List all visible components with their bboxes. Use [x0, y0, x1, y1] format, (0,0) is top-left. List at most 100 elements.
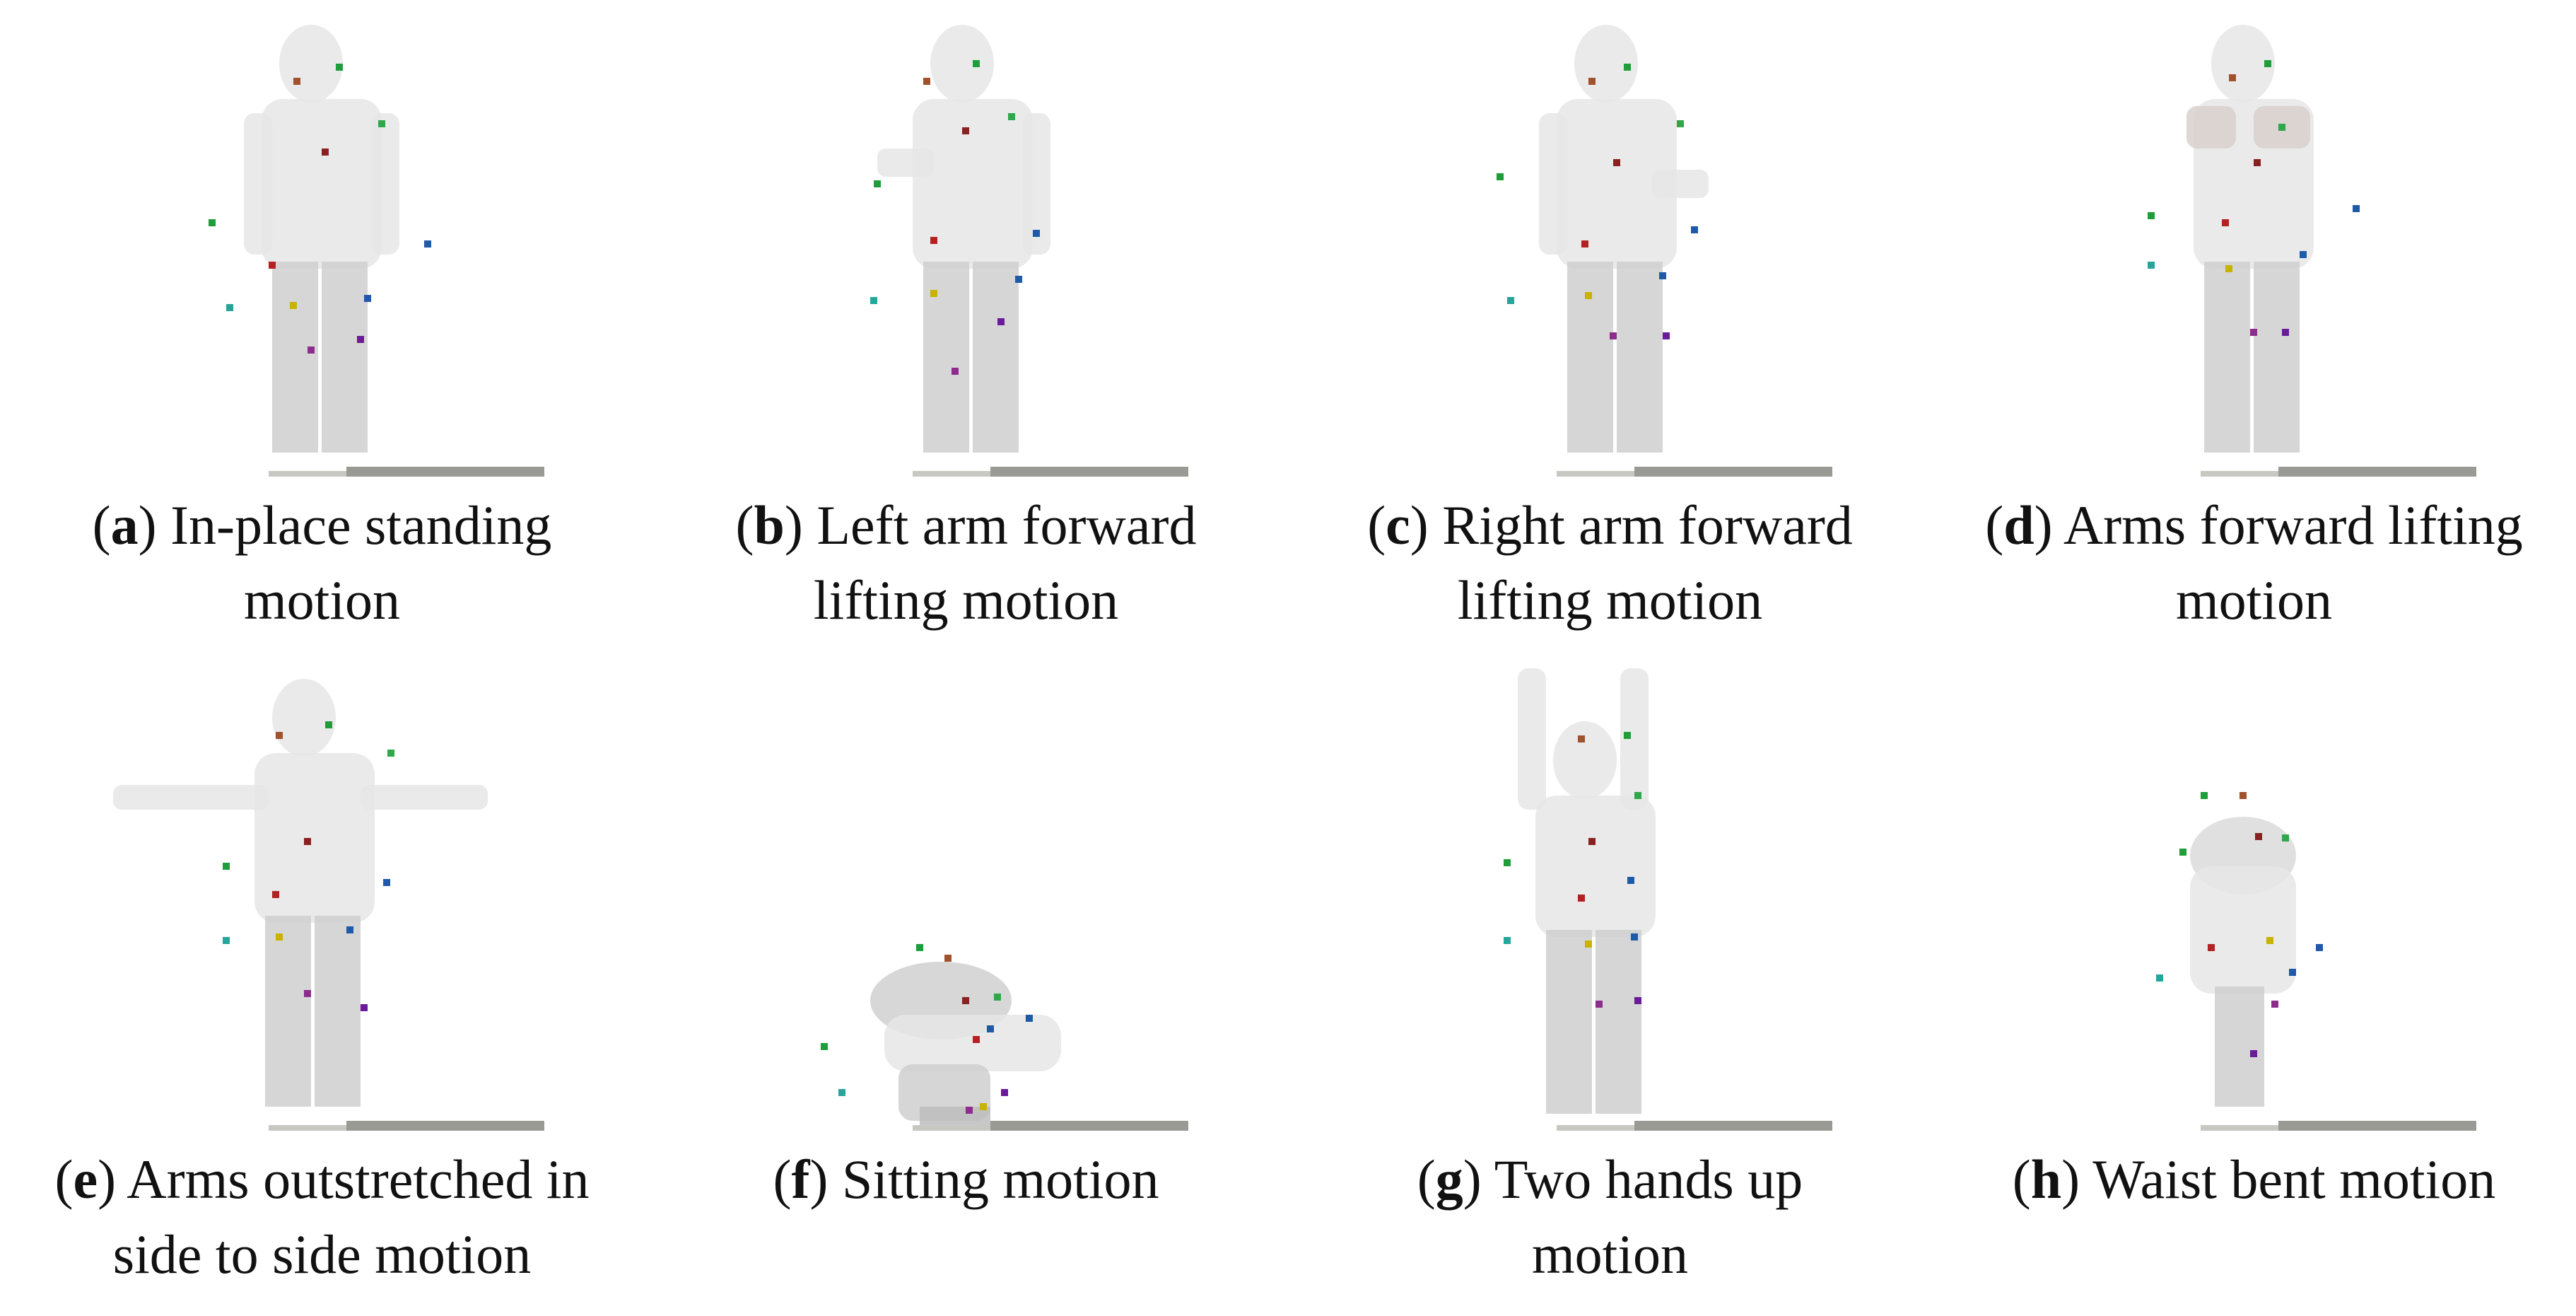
caption-line-2: side to side motion	[112, 1223, 532, 1285]
caption-text: Two hands up	[1494, 1148, 1803, 1210]
neck-joint	[962, 997, 969, 1004]
depth-image-g	[1288, 654, 1932, 1142]
neck-joint	[322, 149, 329, 156]
head-joint	[276, 732, 283, 739]
shoulder-left-joint	[1624, 732, 1631, 739]
panel-letter: a	[110, 494, 139, 556]
right-leg-shape	[973, 262, 1019, 453]
foot-joint	[1634, 997, 1641, 1004]
head-shape	[930, 25, 994, 103]
right-hand-joint	[1026, 1015, 1033, 1022]
floor-strip	[346, 467, 544, 477]
head-joint	[1588, 78, 1596, 85]
neck-joint	[962, 127, 969, 134]
floor-strip	[2278, 1121, 2476, 1131]
skeleton-overlay	[2156, 792, 2476, 1131]
left-hand-joint	[2148, 262, 2155, 269]
left-hand-joint	[1507, 297, 1514, 304]
head-joint	[293, 78, 300, 85]
spine-joint	[973, 1036, 980, 1043]
left-arm-shape	[877, 149, 934, 177]
floor-strip	[1634, 467, 1832, 477]
left-leg-shape	[1546, 930, 1592, 1114]
left-leg-shape	[272, 262, 318, 453]
left-elbow-joint	[1504, 859, 1511, 866]
depth-image-f	[644, 654, 1288, 1142]
caption-text: In-place standing	[170, 494, 552, 556]
left-arm-shape	[113, 785, 269, 810]
left-elbow-joint	[209, 219, 216, 226]
shoulder-right-joint	[387, 750, 394, 757]
knee-joint	[952, 368, 959, 375]
right-hand-joint	[424, 240, 431, 248]
left-hand-joint	[226, 304, 233, 311]
caption-text: Arms outstretched in	[127, 1148, 590, 1210]
caption-line-1: (e) Arms outstretched in	[54, 1148, 590, 1210]
floor-shadow	[269, 1125, 346, 1131]
hip-joint	[290, 302, 297, 309]
pose-standing	[209, 25, 544, 477]
left-leg-shape	[2204, 262, 2250, 453]
pose-waist-bent	[2156, 792, 2476, 1131]
knee-joint	[2250, 329, 2257, 336]
pose-arms-outstretched	[113, 679, 544, 1131]
right-wrist-joint	[987, 1025, 994, 1032]
left-hand-joint	[2156, 974, 2163, 982]
depth-image-b	[644, 0, 1288, 488]
left-leg-shape	[923, 262, 969, 453]
caption-line-1: (g) Two hands up	[1417, 1148, 1803, 1210]
foot-joint	[361, 1004, 368, 1011]
panel-h: (h) Waist bent motion	[1932, 654, 2576, 1308]
left-leg-shape	[265, 916, 311, 1107]
right-leg-shape	[315, 916, 361, 1107]
shoulder-right-joint	[1008, 113, 1015, 120]
skeleton-overlay	[1504, 668, 1832, 1131]
torso-shape	[262, 99, 382, 269]
floor-shadow	[269, 471, 346, 477]
left-elbow-joint	[1497, 173, 1504, 180]
right-leg-shape	[2254, 262, 2300, 453]
pose-right-arm-forward	[1497, 25, 1832, 477]
caption-text: Waist bent motion	[2092, 1148, 2496, 1210]
left-leg-shape	[1567, 262, 1613, 453]
skeleton-overlay	[209, 25, 544, 477]
panel-e: (e) Arms outstretched in side to side mot…	[0, 654, 644, 1308]
right-wrist-joint	[2289, 969, 2296, 976]
foot-joint	[2282, 329, 2289, 336]
floor-shadow	[1557, 471, 1634, 477]
shoulder-left-joint	[2240, 792, 2247, 799]
shoulder-right-joint	[2282, 834, 2289, 842]
foot-joint	[1001, 1089, 1008, 1096]
right-arm-shape	[371, 113, 399, 255]
hip-joint	[930, 290, 937, 297]
foot-joint	[1663, 332, 1670, 339]
depth-image-e	[0, 654, 644, 1142]
shoulder-right-joint	[1634, 792, 1641, 799]
legs-shape	[2215, 986, 2264, 1107]
neck-joint	[2255, 833, 2262, 840]
shoulder-left-joint	[336, 64, 343, 71]
right-wrist-joint	[364, 295, 371, 302]
torso-shape	[1557, 99, 1677, 269]
left-elbow-joint	[223, 863, 230, 870]
depth-image-c	[1288, 0, 1932, 488]
knee-joint	[2271, 1001, 2278, 1008]
hip-joint	[276, 933, 283, 941]
right-hand-joint	[383, 879, 390, 886]
caption-text: Arms forward lifting	[2063, 494, 2523, 556]
shoulder-left-joint	[325, 721, 332, 728]
caption-line-1: (d) Arms forward lifting	[1985, 494, 2523, 556]
right-hand-joint	[2353, 205, 2360, 212]
shoulder-left-joint	[1624, 64, 1631, 71]
skeleton-overlay	[113, 679, 544, 1131]
floor-shadow	[2201, 471, 2278, 477]
pose-sitting	[821, 944, 1188, 1131]
left-arm-shape	[244, 113, 272, 255]
floor-strip	[1634, 1121, 1832, 1131]
caption-f: (f) Sitting motion	[658, 1142, 1274, 1217]
caption-line-1: (b) Left arm forward	[735, 494, 1197, 556]
right-arm-shape	[1652, 170, 1709, 198]
